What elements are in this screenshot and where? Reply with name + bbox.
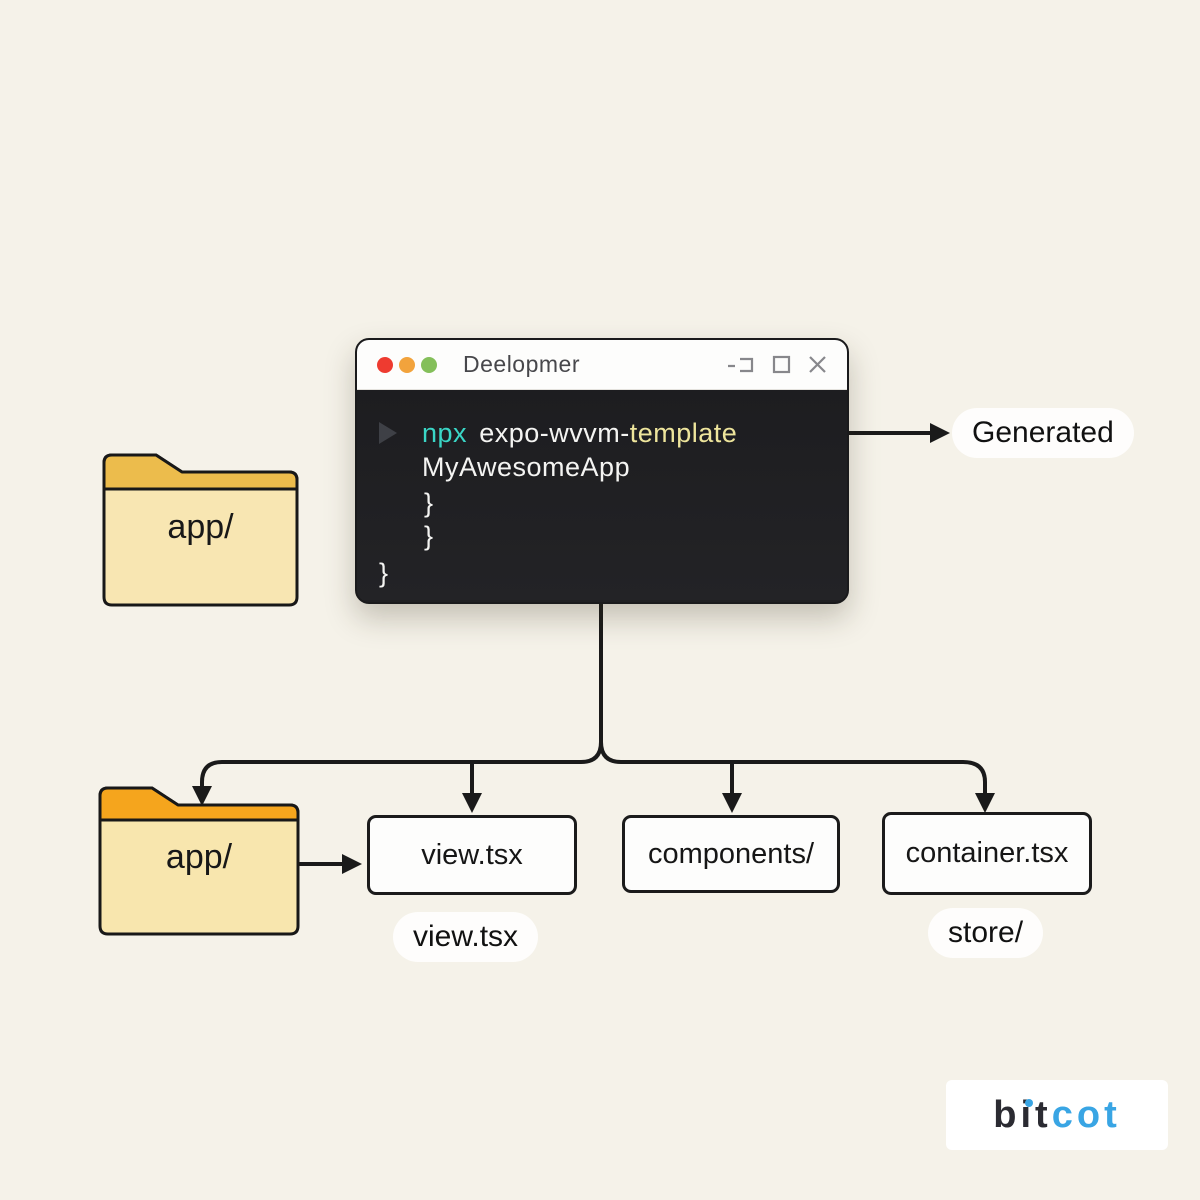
- branch-connector-left: [192, 599, 603, 806]
- prompt-triangle-icon: [379, 422, 397, 444]
- logo-i-dot: [1024, 1098, 1033, 1107]
- minimize-icon[interactable]: [727, 356, 755, 374]
- drop-arrow-components: [722, 760, 742, 813]
- generated-label: Generated: [952, 408, 1134, 458]
- folder-icon-top: [102, 453, 299, 607]
- brace-line-2: }: [424, 521, 434, 551]
- window-controls: [727, 355, 827, 374]
- logo-bit: bit: [993, 1096, 1051, 1134]
- command-line: npx expo-wvvm-template: [422, 416, 737, 450]
- logo-bit-text: bit: [993, 1094, 1052, 1136]
- node-box-container: container.tsx: [882, 812, 1092, 895]
- terminal-body: npx expo-wvvm-template MyAwesomeApp } } }: [357, 390, 847, 600]
- folder-icon-bottom: [98, 786, 300, 936]
- arrow-folder-to-view: [298, 854, 362, 874]
- app-name-line: MyAwesomeApp: [422, 452, 631, 482]
- node-box-view: view.tsx: [367, 815, 577, 895]
- node-box-components: components/: [622, 815, 840, 893]
- traffic-lights: [377, 356, 437, 373]
- traffic-light-red[interactable]: [377, 356, 393, 373]
- close-icon[interactable]: [808, 355, 827, 374]
- command-package: expo-wvvm-: [479, 418, 630, 448]
- node-box-container-label: container.tsx: [905, 837, 1069, 869]
- traffic-light-yellow[interactable]: [399, 356, 415, 373]
- arrow-terminal-to-generated: [845, 423, 950, 443]
- bottom-folder-label: app/: [165, 838, 233, 876]
- branch-connector-right: [599, 740, 995, 813]
- node-box-view-label: view.tsx: [421, 838, 523, 871]
- view-file-caption: view.tsx: [393, 912, 539, 962]
- brace-line-1: }: [424, 488, 434, 518]
- logo-cot: cot: [1051, 1094, 1121, 1136]
- node-box-components-label: components/: [647, 837, 815, 870]
- drop-arrow-view: [462, 760, 482, 813]
- command-npx: npx: [422, 418, 468, 448]
- terminal-titlebar: Deelopmer: [357, 340, 847, 390]
- maximize-icon[interactable]: [772, 355, 791, 374]
- store-caption: store/: [928, 908, 1044, 958]
- terminal-title: Deelopmer: [463, 351, 580, 377]
- traffic-light-green[interactable]: [421, 356, 437, 373]
- top-folder-label: app/: [167, 508, 234, 546]
- command-template: template: [629, 418, 738, 448]
- brace-line-3: }: [379, 558, 389, 588]
